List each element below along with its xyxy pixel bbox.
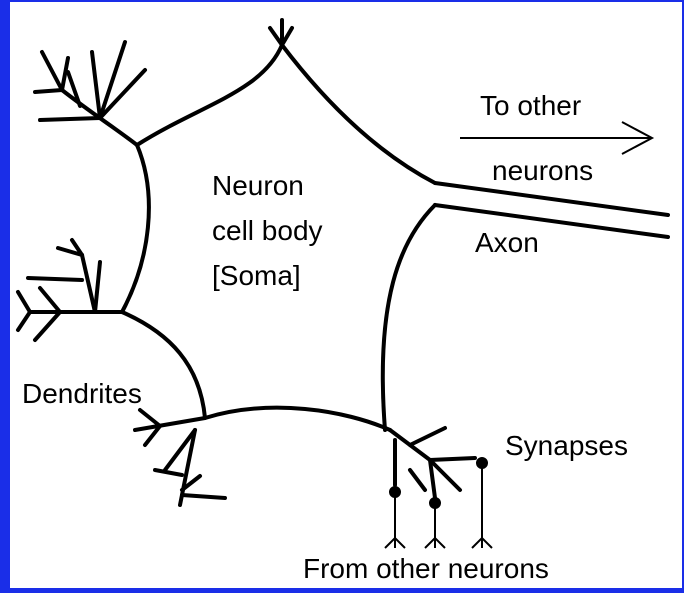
synapse-terminal-2 <box>430 498 440 508</box>
mid-left-dendrite-branch-6 <box>95 262 100 312</box>
label-dendrites: Dendrites <box>22 378 142 409</box>
synapse-branch-1 <box>410 428 445 445</box>
label-to-other: To other <box>480 90 581 121</box>
soma-bottom-edge <box>205 408 390 430</box>
upper-left-dendrite-branch-7 <box>40 118 100 120</box>
mid-left-dendrite-branch-5 <box>82 255 95 312</box>
lower-left-dendrite-branch-5 <box>155 470 182 475</box>
synapse-branch-2 <box>430 458 475 460</box>
label-synapses: Synapses <box>505 430 628 461</box>
upper-left-dendrite-branch-4 <box>92 52 100 118</box>
label-neurons: neurons <box>492 155 593 186</box>
soma-left-edge <box>122 145 149 312</box>
mid-left-dendrite-branch-3 <box>40 288 60 312</box>
synapse-branch-5 <box>410 470 425 490</box>
lower-left-dendrite-branch-6 <box>182 495 225 498</box>
synapse-terminal-3 <box>477 458 487 468</box>
label-cell-body-line-1: Neuron <box>212 170 304 201</box>
mid-left-dendrite-branch-2 <box>18 312 30 330</box>
label-from-other-neurons: From other neurons <box>303 553 549 584</box>
soma-outline <box>137 45 435 183</box>
upper-left-dendrite-branch-1 <box>42 52 62 90</box>
upper-left-dendrite-branch-3 <box>35 90 62 92</box>
mid-left-dendrite-branch-1 <box>18 292 30 312</box>
soma-right-edge <box>383 205 435 430</box>
synapse-terminal-1 <box>390 487 400 497</box>
mid-left-dendrite-branch-9 <box>28 278 82 280</box>
mid-left-dendrite-branch-4 <box>35 312 60 340</box>
lower-left-dendrite-branch-1 <box>140 410 160 426</box>
label-cell-body-line-3: [Soma] <box>212 260 301 291</box>
label-axon: Axon <box>475 227 539 258</box>
label-cell-body-line-2: cell body <box>212 215 323 246</box>
